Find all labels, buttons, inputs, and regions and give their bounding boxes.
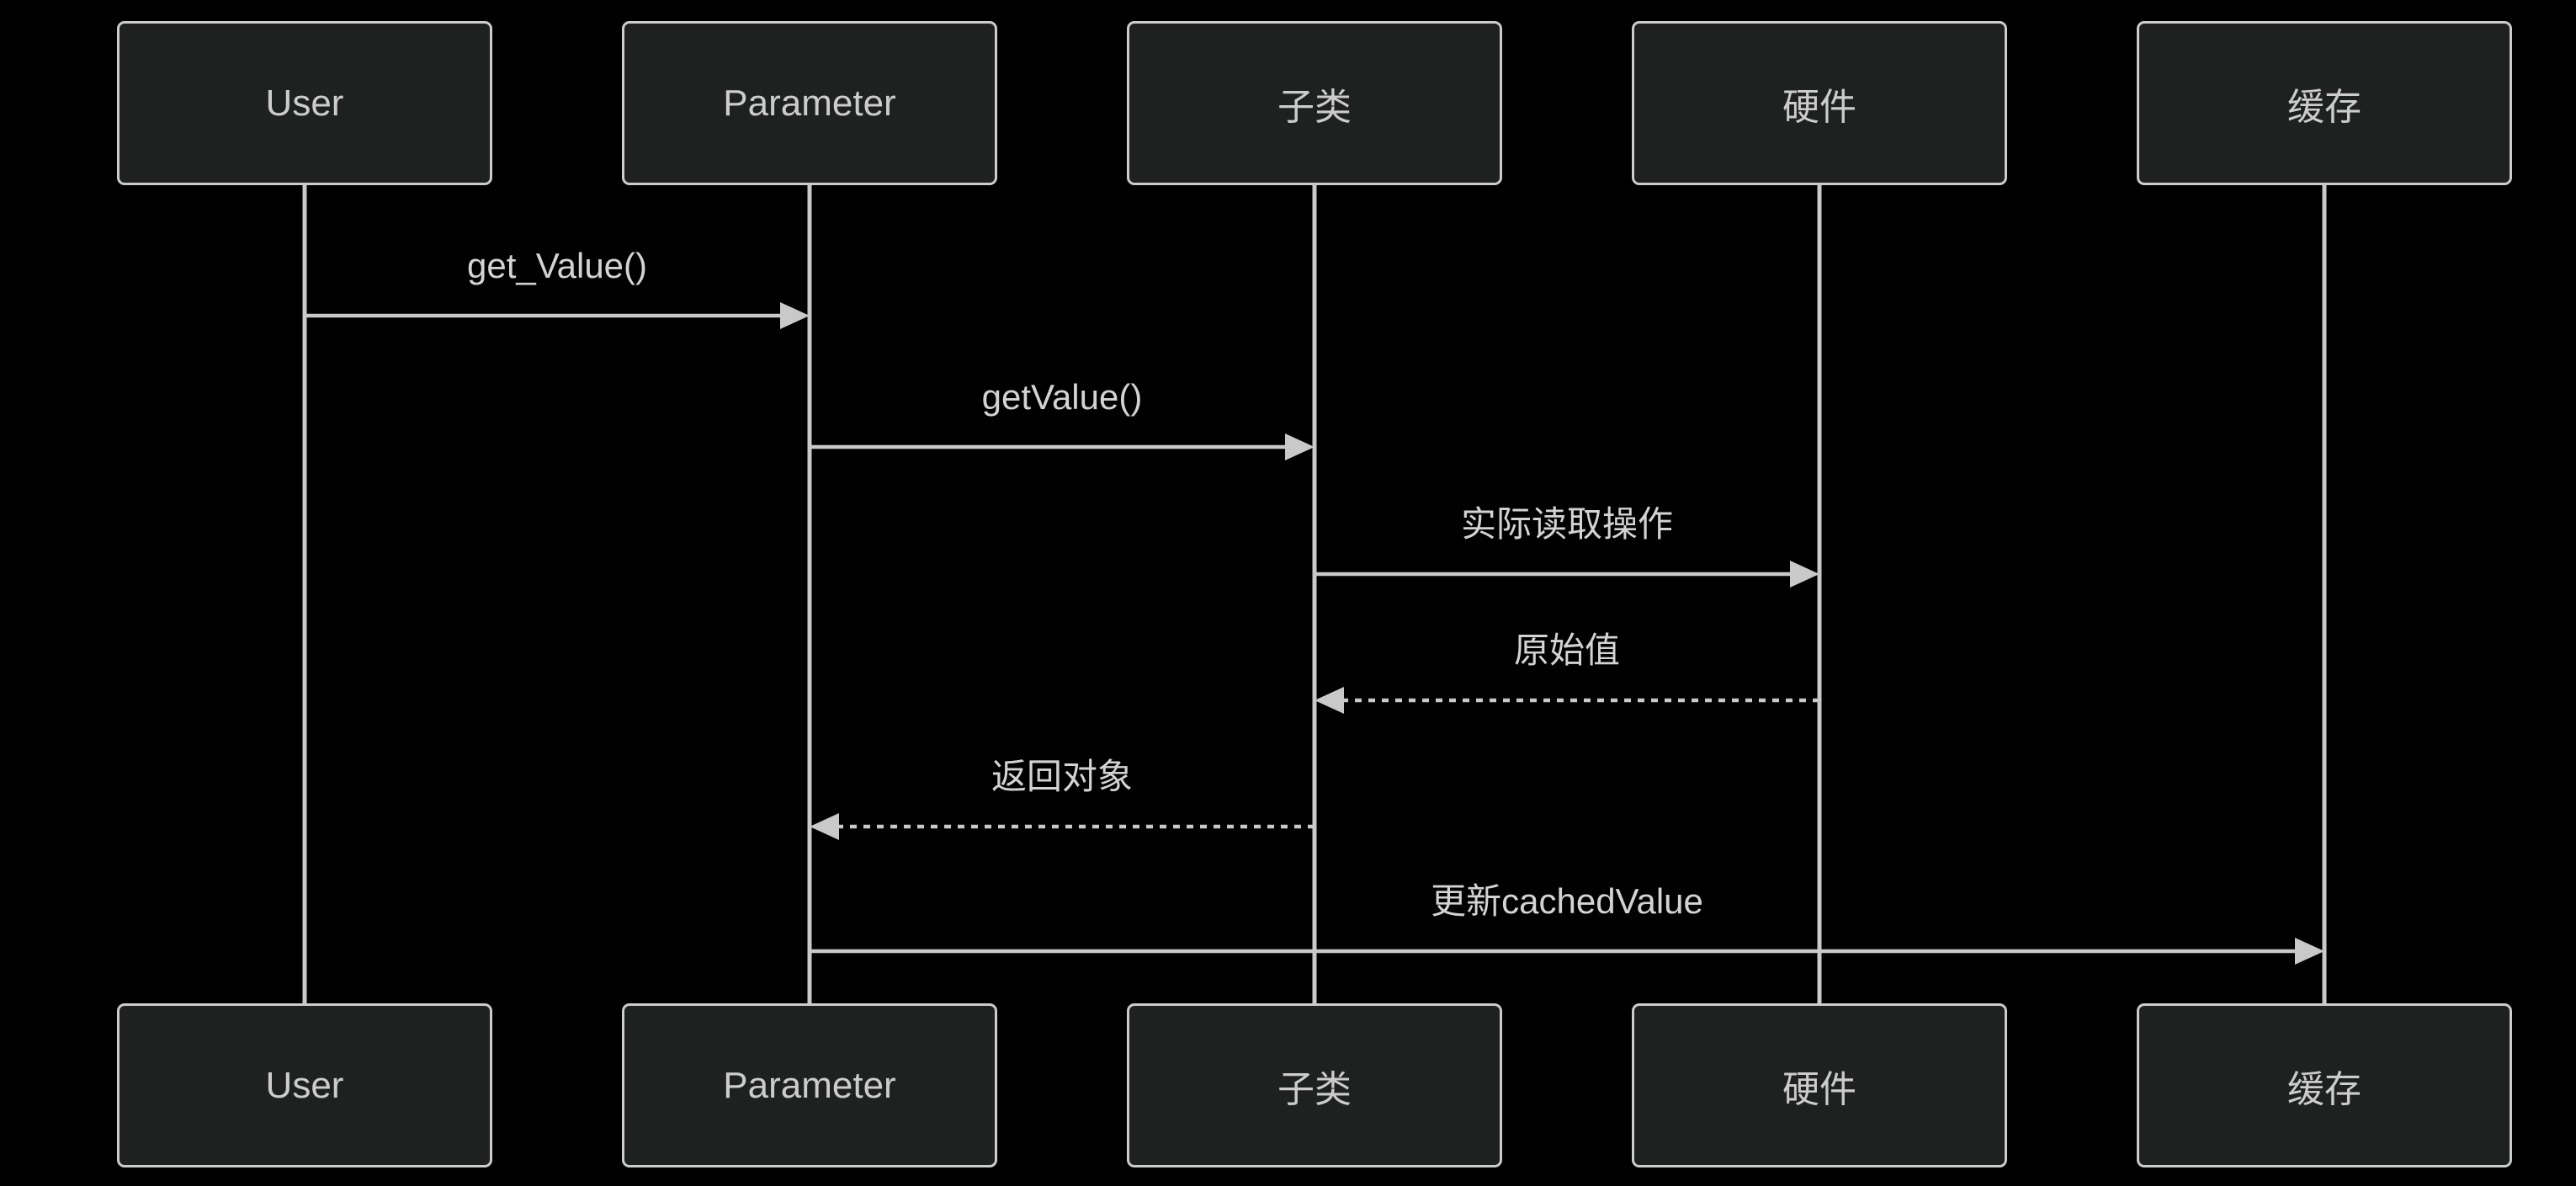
arrowhead-right-icon (1285, 433, 1315, 460)
actor-box-hardware-bottom: 硬件 (1632, 1003, 2007, 1167)
actor-box-parameter-top: Parameter (622, 21, 997, 185)
message-label-1: get_Value() (466, 246, 648, 285)
actor-label-subclass: 子类 (1277, 1068, 1352, 1110)
arrowhead-left-icon (810, 813, 839, 840)
actor-label-cache: 缓存 (2287, 86, 2361, 128)
actor-box-hardware-top: 硬件 (1632, 21, 2007, 185)
actor-label-hardware: 硬件 (1782, 86, 1856, 128)
actor-box-user-bottom: User (117, 1003, 492, 1167)
actor-label-hardware: 硬件 (1782, 1068, 1856, 1110)
message-label-4: 原始值 (1513, 630, 1620, 670)
message-label-3: 实际读取操作 (1460, 504, 1673, 544)
actor-box-parameter-bottom: Parameter (622, 1003, 997, 1167)
arrowhead-left-icon (1315, 687, 1344, 714)
message-label-2: getValue() (981, 377, 1143, 417)
actor-label-cache: 缓存 (2287, 1068, 2361, 1110)
actor-label-user: User (265, 82, 344, 124)
actor-box-subclass-bottom: 子类 (1127, 1003, 1502, 1167)
actor-box-cache-bottom: 缓存 (2137, 1003, 2512, 1167)
actor-box-cache-top: 缓存 (2137, 21, 2512, 185)
actor-box-user-top: User (117, 21, 492, 185)
message-label-6: 更新cachedValue (1431, 881, 1703, 921)
arrowhead-right-icon (780, 302, 810, 329)
arrowhead-right-icon (1790, 561, 1819, 588)
actor-label-parameter: Parameter (723, 1064, 896, 1106)
actor-label-user: User (265, 1064, 344, 1106)
actor-label-subclass: 子类 (1277, 86, 1352, 128)
actor-box-subclass-top: 子类 (1127, 21, 1502, 185)
message-label-5: 返回对象 (991, 757, 1133, 796)
actor-label-parameter: Parameter (723, 82, 896, 124)
arrowhead-right-icon (2295, 938, 2324, 965)
